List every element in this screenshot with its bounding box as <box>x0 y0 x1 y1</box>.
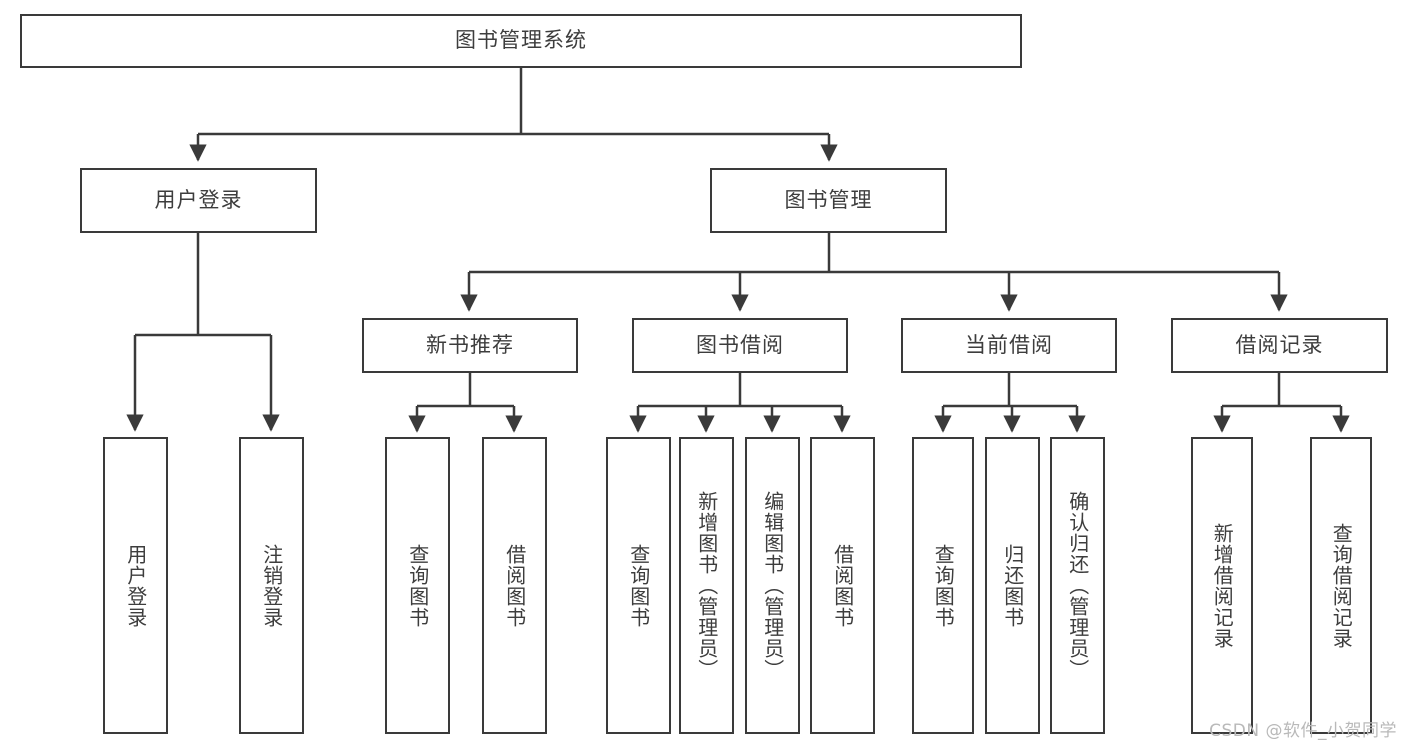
watermark: CSDN @软件_小贺同学 <box>1209 721 1397 741</box>
leaf-return-book[interactable]: 归还图书 <box>985 437 1040 734</box>
leaf-query-book-3[interactable]: 查询图书 <box>912 437 974 734</box>
leaf-borrow-book-2[interactable]: 借阅图书 <box>810 437 875 734</box>
node-root[interactable]: 图书管理系统 <box>20 14 1022 68</box>
node-book-borrow[interactable]: 图书借阅 <box>632 318 848 373</box>
node-user-login[interactable]: 用户登录 <box>80 168 317 233</box>
leaf-query-record[interactable]: 查询借阅记录 <box>1310 437 1372 734</box>
node-book-management[interactable]: 图书管理 <box>710 168 947 233</box>
leaf-add-record[interactable]: 新增借阅记录 <box>1191 437 1253 734</box>
node-borrow-record[interactable]: 借阅记录 <box>1171 318 1388 373</box>
leaf-user-logout[interactable]: 注销登录 <box>239 437 304 734</box>
node-new-book-recommend[interactable]: 新书推荐 <box>362 318 578 373</box>
leaf-query-book-2[interactable]: 查询图书 <box>606 437 671 734</box>
leaf-query-book-1[interactable]: 查询图书 <box>385 437 450 734</box>
leaf-borrow-book-1[interactable]: 借阅图书 <box>482 437 547 734</box>
node-current-borrow[interactable]: 当前借阅 <box>901 318 1117 373</box>
leaf-confirm-return[interactable]: 确认归还（管理员） <box>1050 437 1105 734</box>
leaf-user-login[interactable]: 用户登录 <box>103 437 168 734</box>
leaf-add-book[interactable]: 新增图书（管理员） <box>679 437 734 734</box>
leaf-edit-book[interactable]: 编辑图书（管理员） <box>745 437 800 734</box>
